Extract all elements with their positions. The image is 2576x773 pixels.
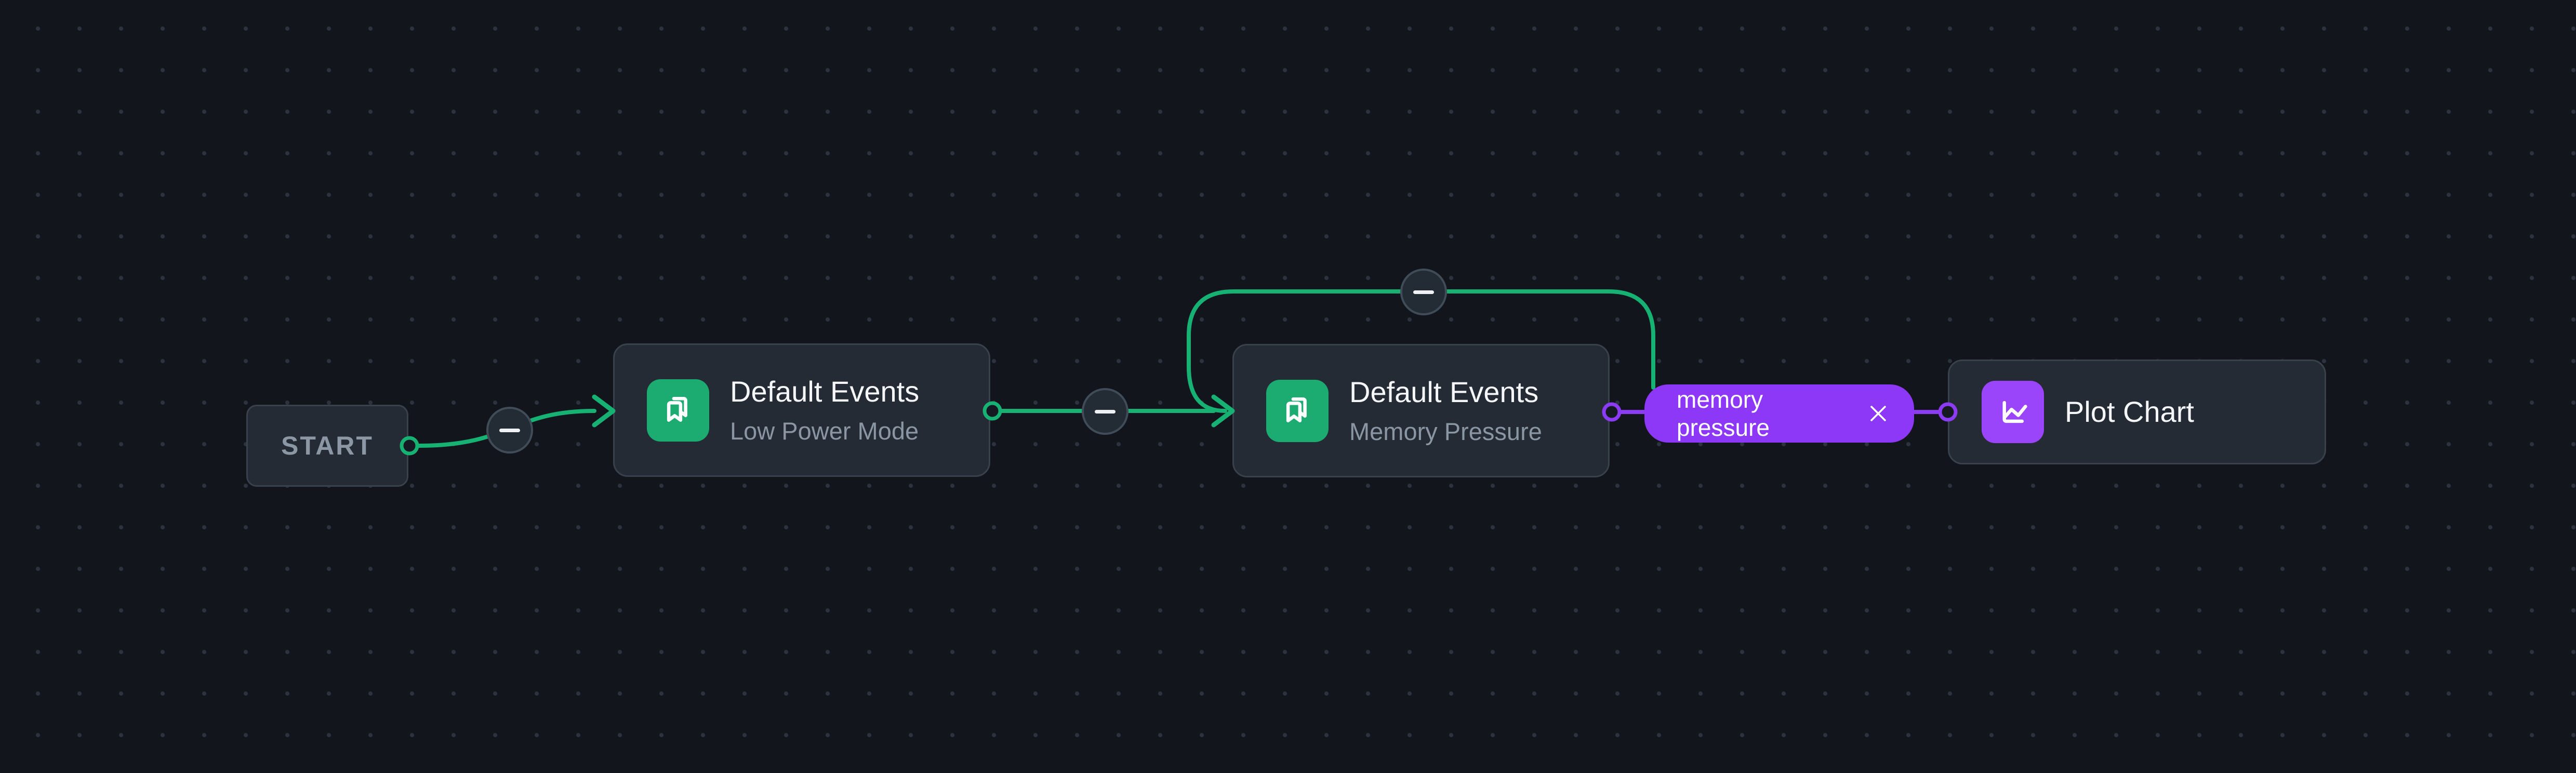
- node-subtitle: Low Power Mode: [730, 417, 919, 445]
- node-start[interactable]: START: [246, 405, 408, 487]
- remove-edge-button[interactable]: [486, 407, 533, 454]
- remove-edge-button[interactable]: [1082, 388, 1128, 435]
- node-text-block: Plot Chart: [2065, 396, 2194, 428]
- node-title: Default Events: [730, 375, 920, 408]
- edge-arrowhead: [592, 394, 616, 428]
- node-text-block: Default Events Memory Pressure: [1349, 376, 1542, 445]
- node-title: Default Events: [1349, 375, 1539, 408]
- edge-label-memory-pressure[interactable]: memory pressure: [1644, 384, 1914, 443]
- node-subtitle: Memory Pressure: [1349, 418, 1542, 446]
- bookmark-icon: [647, 379, 709, 442]
- start-node-label: START: [281, 431, 374, 460]
- minus-icon: [1413, 290, 1434, 294]
- node-text-block: Default Events Low Power Mode: [730, 376, 919, 445]
- minus-icon: [499, 428, 520, 432]
- node-default-events-memory-pressure[interactable]: Default Events Memory Pressure: [1232, 344, 1610, 477]
- node-plot-chart[interactable]: Plot Chart: [1948, 359, 2326, 464]
- x-icon[interactable]: [1868, 404, 1888, 423]
- edge-label-text: memory pressure: [1677, 386, 1770, 441]
- bookmark-icon: [1266, 379, 1329, 442]
- node-default-events-low-power[interactable]: Default Events Low Power Mode: [613, 343, 990, 477]
- edge-arrowhead: [1211, 394, 1235, 428]
- node-title: Plot Chart: [2065, 395, 2194, 429]
- line-chart-icon: [1982, 381, 2044, 443]
- remove-loop-edge-button[interactable]: [1400, 269, 1447, 315]
- minus-icon: [1095, 409, 1116, 414]
